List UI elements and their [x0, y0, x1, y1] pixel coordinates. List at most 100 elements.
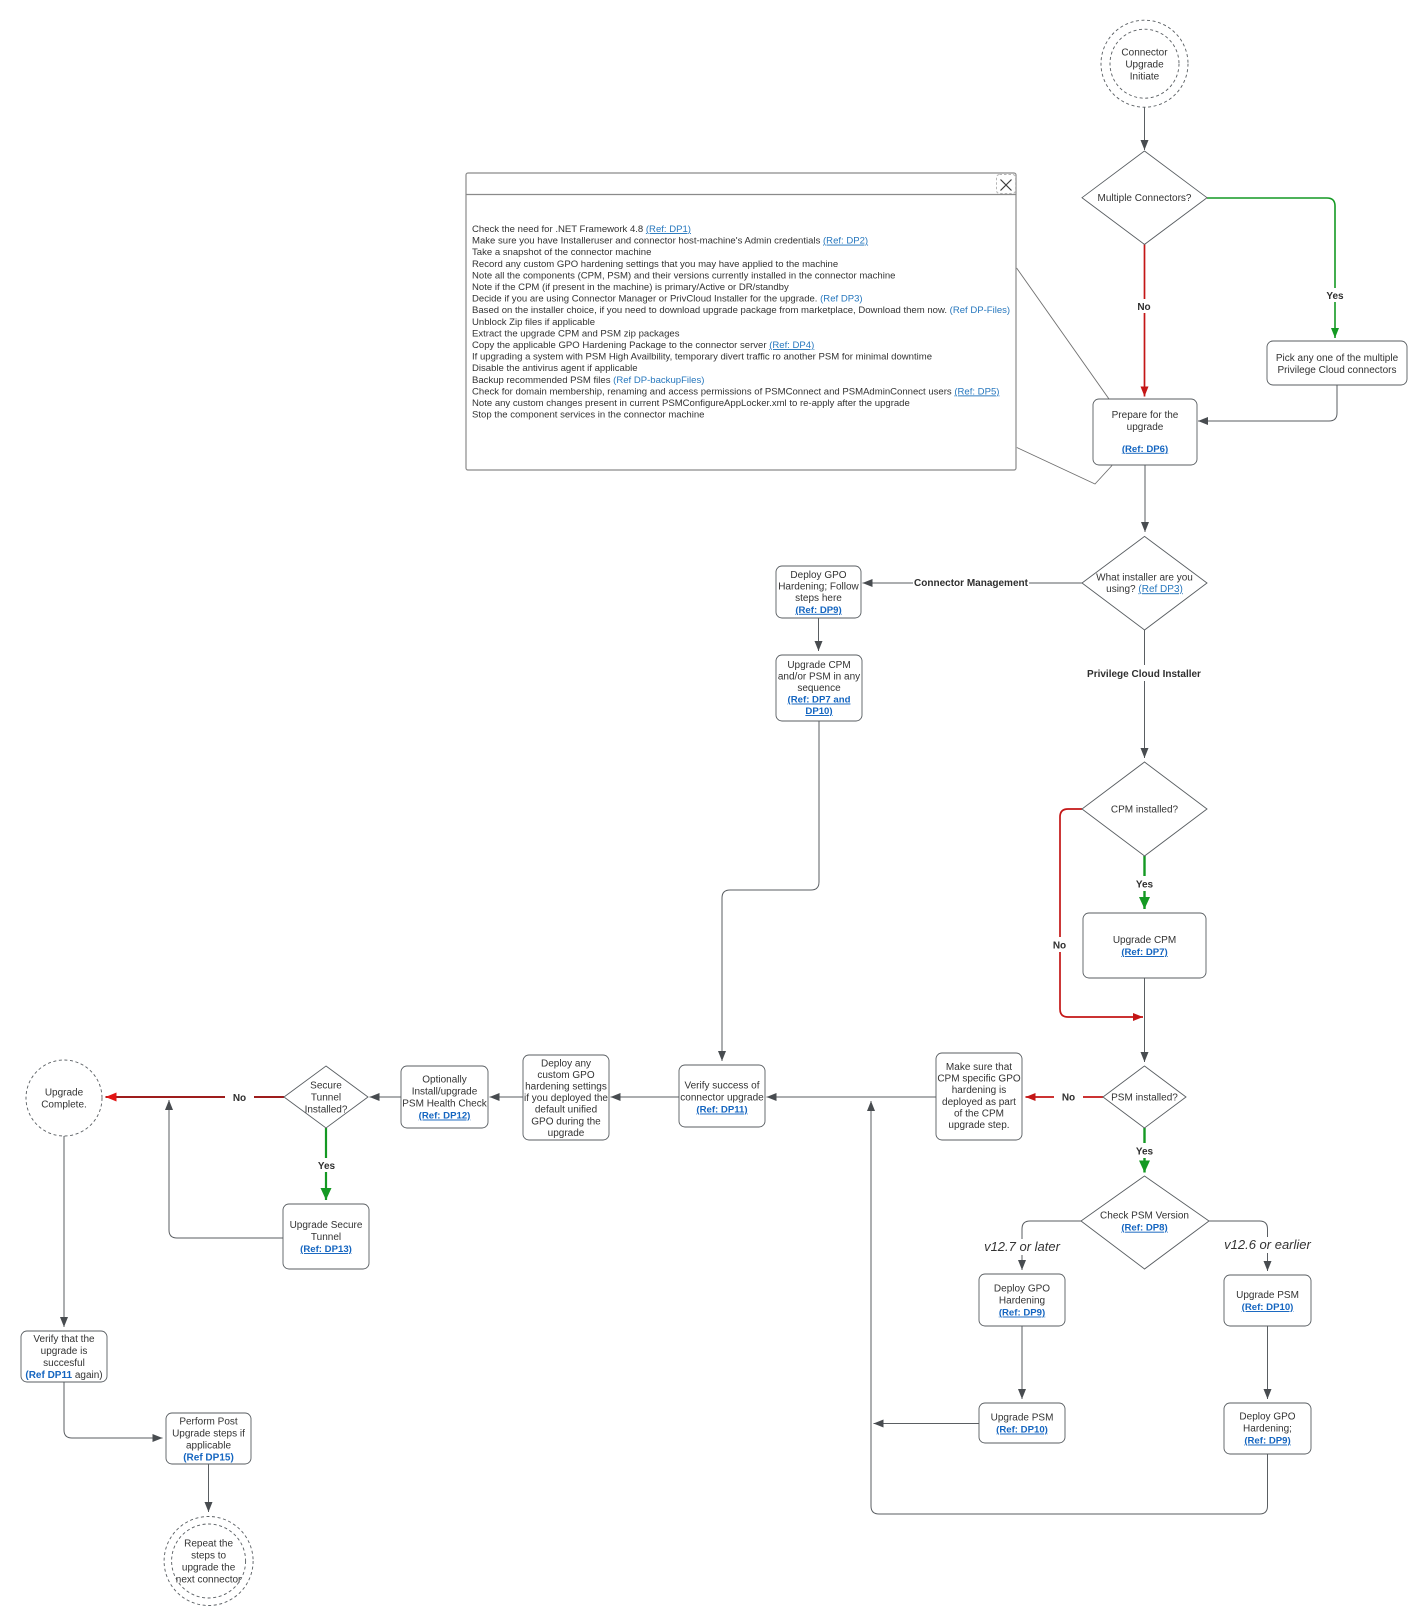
svg-text:(Ref: DP12): (Ref: DP12): [419, 1111, 471, 1122]
svg-text:PSM Health Check: PSM Health Check: [402, 1099, 487, 1110]
svg-text:(Ref: DP11): (Ref: DP11): [696, 1105, 747, 1116]
svg-text:Secure: Secure: [310, 1081, 342, 1092]
svg-text:of the CPM: of the CPM: [954, 1108, 1004, 1119]
svg-text:Upgrade PSM: Upgrade PSM: [991, 1413, 1054, 1424]
svg-text:(Ref: DP10): (Ref: DP10): [996, 1425, 1048, 1436]
svg-text:connector upgrade: connector upgrade: [680, 1093, 764, 1104]
svg-text:Installed?: Installed?: [305, 1105, 348, 1116]
svg-text:hardening is: hardening is: [952, 1085, 1006, 1096]
svg-text:DP10): DP10): [805, 706, 832, 717]
svg-text:Yes: Yes: [1326, 291, 1344, 302]
svg-text:Tunnel: Tunnel: [311, 1232, 341, 1243]
svg-text:sequence: sequence: [797, 683, 841, 694]
svg-text:Verify that the: Verify that the: [33, 1334, 95, 1345]
svg-text:Verify success of: Verify success of: [684, 1081, 759, 1092]
svg-text:Complete.: Complete.: [41, 1100, 87, 1111]
svg-text:upgrade: upgrade: [1127, 422, 1164, 433]
svg-text:Disable the antivirus agent if: Disable the antivirus agent if applicabl…: [472, 363, 638, 374]
svg-text:Install/upgrade: Install/upgrade: [412, 1087, 478, 1098]
svg-text:(Ref: DP8): (Ref: DP8): [1121, 1223, 1167, 1234]
svg-text:Tunnel: Tunnel: [311, 1093, 341, 1104]
svg-text:Repeat the: Repeat the: [184, 1539, 233, 1550]
svg-text:Backup recommended PSM files (: Backup recommended PSM files (Ref DP-bac…: [472, 375, 704, 386]
svg-text:steps to: steps to: [191, 1551, 226, 1562]
svg-text:What installer are you: What installer are you: [1096, 573, 1193, 584]
svg-text:Record any custom GPO hardenin: Record any custom GPO hardening settings…: [472, 259, 838, 270]
svg-text:Note all the components (CPM,: Note all the components (CPM, PSM) and t…: [472, 270, 895, 281]
svg-text:Check the need for .NET Framew: Check the need for .NET Framework 4.8 (R…: [472, 224, 691, 235]
svg-text:Based on the installer choice,: Based on the installer choice, if you ne…: [472, 305, 1010, 316]
svg-text:upgrade is: upgrade is: [41, 1346, 88, 1357]
svg-text:(Ref: DP9): (Ref: DP9): [1244, 1436, 1290, 1447]
svg-text:Make sure you have Installerus: Make sure you have Installeruser and con…: [472, 236, 868, 247]
svg-text:Connector Management: Connector Management: [914, 578, 1029, 589]
svg-text:Optionally: Optionally: [422, 1075, 466, 1086]
svg-text:upgrade: upgrade: [548, 1128, 585, 1139]
svg-text:succesful: succesful: [43, 1358, 85, 1369]
svg-text:Perform Post: Perform Post: [179, 1417, 238, 1428]
svg-text:deployed as part: deployed as part: [942, 1097, 1016, 1108]
svg-text:CPM specific GPO: CPM specific GPO: [937, 1074, 1021, 1085]
svg-text:(Ref: DP13): (Ref: DP13): [300, 1244, 352, 1255]
svg-text:No: No: [1062, 1093, 1075, 1104]
svg-text:Unblock Zip files if applicabl: Unblock Zip files if applicable: [472, 317, 595, 328]
svg-text:(Ref: DP9): (Ref: DP9): [999, 1308, 1045, 1319]
svg-text:and/or PSM in any: and/or PSM in any: [778, 672, 860, 683]
svg-text:Deploy any: Deploy any: [541, 1058, 591, 1069]
svg-text:Make sure that: Make sure that: [946, 1062, 1012, 1073]
svg-text:GPO during the: GPO during the: [531, 1116, 601, 1127]
svg-text:(Ref DP11 again): (Ref DP11 again): [25, 1370, 102, 1381]
svg-text:Note any custom changes presen: Note any custom changes present in curre…: [472, 398, 910, 409]
svg-text:upgrade the: upgrade the: [182, 1563, 236, 1574]
svg-text:Extract the upgrade CPM and PS: Extract the upgrade CPM and PSM zip pack…: [472, 328, 680, 339]
svg-text:Hardening;: Hardening;: [1243, 1424, 1292, 1435]
svg-text:Yes: Yes: [318, 1161, 336, 1172]
svg-text:Upgrade: Upgrade: [1125, 59, 1164, 70]
svg-text:Check PSM Version: Check PSM Version: [1100, 1211, 1189, 1222]
svg-text:custom GPO: custom GPO: [537, 1070, 594, 1081]
svg-text:Upgrade PSM: Upgrade PSM: [1236, 1290, 1299, 1301]
svg-text:(Ref DP15): (Ref DP15): [183, 1453, 234, 1464]
svg-text:(Ref: DP7): (Ref: DP7): [1121, 947, 1167, 958]
svg-text:No: No: [233, 1093, 246, 1104]
svg-text:(Ref: DP6): (Ref: DP6): [1122, 444, 1168, 455]
svg-text:Copy the applicable GPO Harden: Copy the applicable GPO Hardening Packag…: [472, 340, 814, 351]
svg-text:Stop the component services in: Stop the component services in the conne…: [472, 410, 704, 421]
svg-text:upgrade step.: upgrade step.: [948, 1120, 1009, 1131]
svg-text:Connector: Connector: [1121, 47, 1168, 58]
svg-text:Multiple Connectors?: Multiple Connectors?: [1098, 193, 1192, 204]
svg-text:(Ref: DP7 and: (Ref: DP7 and: [788, 695, 851, 706]
svg-text:hardening settings: hardening settings: [525, 1082, 607, 1093]
svg-text:Deploy GPO: Deploy GPO: [994, 1284, 1050, 1295]
svg-text:Decide if you are using Connec: Decide if you are using Connector Manage…: [472, 294, 863, 305]
svg-text:Hardening: Hardening: [999, 1296, 1045, 1307]
svg-text:steps here: steps here: [795, 593, 842, 604]
svg-text:if you deployed the: if you deployed the: [524, 1093, 608, 1104]
svg-text:Upgrade CPM: Upgrade CPM: [1113, 935, 1176, 946]
svg-text:Deploy GPO: Deploy GPO: [790, 570, 846, 581]
svg-text:default unified: default unified: [535, 1105, 597, 1116]
svg-text:Pick any one of the multiple: Pick any one of the multiple: [1276, 353, 1399, 364]
svg-text:PSM installed?: PSM installed?: [1111, 1093, 1178, 1104]
svg-text:next connector: next connector: [176, 1575, 242, 1586]
svg-text:Privilege Cloud Installer: Privilege Cloud Installer: [1087, 669, 1201, 680]
svg-text:Upgrade CPM: Upgrade CPM: [787, 660, 850, 671]
svg-text:Privilege Cloud connectors: Privilege Cloud connectors: [1278, 365, 1397, 376]
svg-text:(Ref: DP9): (Ref: DP9): [795, 605, 841, 616]
svg-text:applicable: applicable: [186, 1441, 231, 1452]
svg-text:Upgrade: Upgrade: [45, 1088, 84, 1099]
svg-text:Upgrade steps if: Upgrade steps if: [172, 1429, 245, 1440]
svg-text:v12.7 or later: v12.7 or later: [984, 1239, 1061, 1254]
svg-text:No: No: [1053, 941, 1066, 952]
svg-text:(Ref: DP10): (Ref: DP10): [1242, 1302, 1294, 1313]
svg-text:No: No: [1137, 302, 1150, 313]
svg-text:Upgrade Secure: Upgrade Secure: [290, 1220, 363, 1231]
svg-text:CPM installed?: CPM installed?: [1111, 805, 1179, 816]
svg-text:Hardening; Follow: Hardening; Follow: [778, 582, 859, 593]
svg-text:Prepare for the: Prepare for the: [1112, 410, 1179, 421]
svg-text:If upgrading a system with PSM: If upgrading a system with PSM High Avai…: [472, 352, 932, 363]
svg-text:Deploy GPO: Deploy GPO: [1239, 1412, 1295, 1423]
svg-text:Check for domain membership, r: Check for domain membership, renaming an…: [472, 386, 999, 397]
svg-text:Take a snapshot of the connect: Take a snapshot of the connector machine: [472, 247, 651, 258]
svg-text:Yes: Yes: [1136, 880, 1154, 891]
